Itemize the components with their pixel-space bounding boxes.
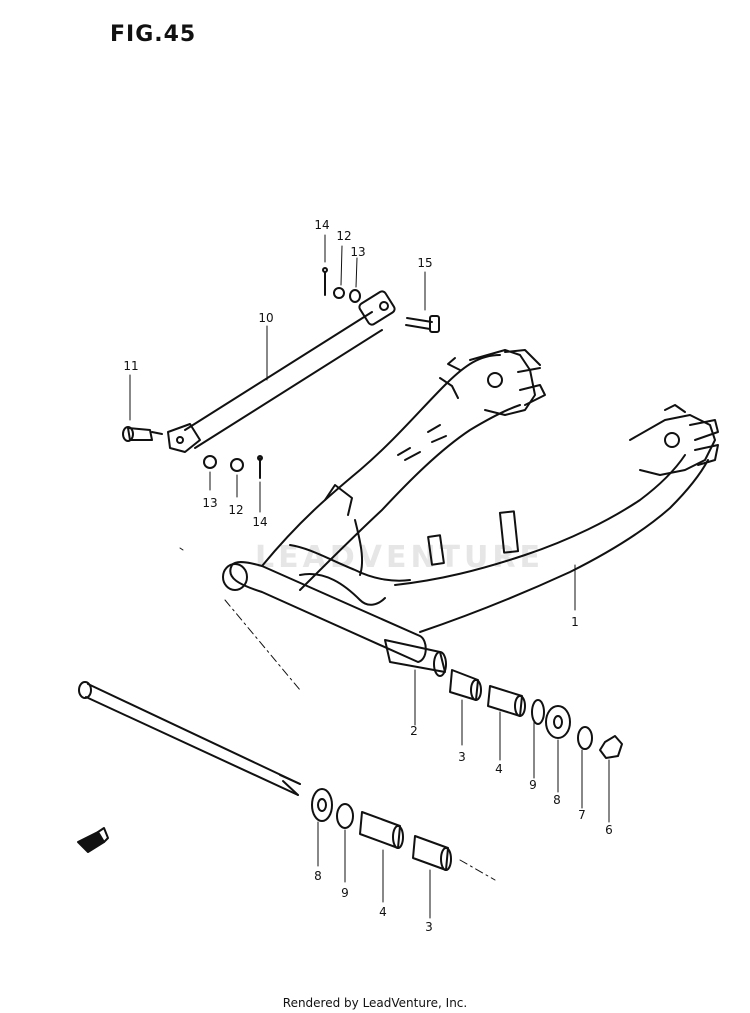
right-bearing-stack (450, 670, 622, 758)
callout-3-lower: 3 (425, 920, 433, 934)
callout-14-lower: 14 (252, 515, 268, 529)
pivot-collar (385, 640, 446, 676)
callout-13-lower: 13 (202, 496, 218, 510)
callout-12-lower: 12 (228, 503, 244, 517)
callout-11: 11 (123, 359, 139, 373)
callout-4-lower: 4 (379, 905, 387, 919)
shock-link-rod (168, 290, 396, 452)
callout-8-lower: 8 (314, 869, 322, 883)
swing-arm (223, 350, 718, 662)
callout-13-upper: 13 (350, 245, 366, 259)
left-bearing-stack (312, 789, 451, 870)
pivot-shaft (79, 682, 300, 795)
lower-hardware (203, 455, 263, 478)
callout-7: 7 (578, 808, 586, 822)
callout-9-upper: 9 (529, 778, 537, 792)
front-arrow-icon (78, 828, 108, 852)
callout-14-upper: 14 (314, 218, 330, 232)
link-bolt (406, 316, 439, 332)
callout-2: 2 (410, 724, 418, 738)
callout-15: 15 (417, 256, 433, 270)
leader-lines (130, 235, 609, 918)
link-pin (123, 427, 162, 441)
callout-8-upper: 8 (553, 793, 561, 807)
callout-1: 1 (571, 615, 579, 629)
watermark: LEADVENTURE (255, 540, 544, 575)
figure-title: FIG.45 (110, 22, 197, 47)
callout-10: 10 (258, 311, 274, 325)
callout-4-upper: 4 (495, 762, 503, 776)
callout-12-upper: 12 (336, 229, 352, 243)
callout-3-upper: 3 (458, 750, 466, 764)
footer-credit: Rendered by LeadVenture, Inc. (282, 996, 468, 1010)
callout-6: 6 (605, 823, 613, 837)
callout-9-lower: 9 (341, 886, 349, 900)
upper-hardware (322, 267, 360, 302)
